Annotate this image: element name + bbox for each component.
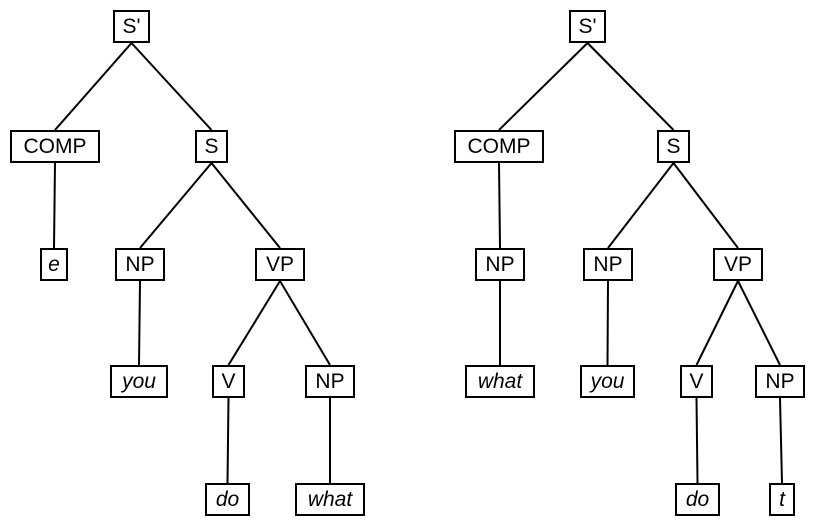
node-box-r-comp <box>454 130 544 163</box>
node-box-r-np1 <box>583 248 633 281</box>
tree-node-r-what: what <box>465 365 535 398</box>
node-box-r-do <box>675 483 720 516</box>
tree-edge-l-comp-to-l-e <box>53 162 56 249</box>
tree-node-r-vp: VP <box>713 248 763 281</box>
tree-edge-r-vp-to-r-v <box>695 280 739 366</box>
node-label-r-vp: VP <box>724 253 752 276</box>
right-tree-nodes: S' COMP S NP NP VP what you V NP do t <box>454 10 805 516</box>
node-box-r-what <box>465 365 535 398</box>
tree-edge-l-s-to-l-np1 <box>139 162 213 249</box>
node-label-r-do: do <box>686 488 710 511</box>
tree-node-r-np2: NP <box>755 365 805 398</box>
tree-edge-l-v-to-l-do <box>226 397 230 484</box>
tree-node-l-v: V <box>212 365 245 398</box>
node-label-r-np1: NP <box>593 253 622 276</box>
tree-node-l-do: do <box>205 483 250 516</box>
tree-node-r-np1: NP <box>583 248 633 281</box>
node-box-l-s <box>195 130 228 163</box>
node-label-r-t: t <box>779 488 786 511</box>
tree-node-l-what: what <box>295 483 365 516</box>
node-label-r-comp: COMP <box>468 135 531 158</box>
tree-node-l-np1: NP <box>115 248 165 281</box>
node-label-l-vp: VP <box>266 253 294 276</box>
node-label-r-what: what <box>478 370 524 393</box>
edges-layer <box>53 42 783 484</box>
tree-node-l-sbar: S' <box>113 10 150 43</box>
node-box-l-np2 <box>305 365 355 398</box>
node-label-l-sbar: S' <box>122 15 140 38</box>
tree-node-r-v: V <box>680 365 713 398</box>
node-box-l-vp <box>255 248 305 281</box>
node-label-l-e: e <box>48 253 60 276</box>
tree-edge-l-np1-to-l-you <box>138 280 141 366</box>
tree-node-r-do: do <box>675 483 720 516</box>
tree-edge-l-vp-to-l-np2 <box>279 280 331 366</box>
node-box-l-do <box>205 483 250 516</box>
node-box-r-s <box>657 130 690 163</box>
node-box-r-np2 <box>755 365 805 398</box>
tree-edge-r-sbar-to-r-s <box>586 42 675 131</box>
node-box-r-v <box>680 365 713 398</box>
node-label-r-sbar: S' <box>578 15 596 38</box>
tree-edge-r-np1-to-r-you <box>606 280 609 366</box>
node-label-r-v: V <box>689 370 703 393</box>
tree-edge-r-comp-to-r-np0 <box>498 162 501 249</box>
tree-node-r-you: you <box>580 365 635 398</box>
node-box-l-np1 <box>115 248 165 281</box>
tree-edge-r-vp-to-r-np2 <box>737 280 781 366</box>
tree-node-l-np2: NP <box>305 365 355 398</box>
node-box-l-comp <box>10 130 100 163</box>
node-box-l-what <box>295 483 365 516</box>
node-label-l-np1: NP <box>125 253 154 276</box>
left-tree-edges <box>53 42 331 484</box>
tree-edge-r-s-to-r-np1 <box>607 162 675 249</box>
node-box-l-sbar <box>113 10 150 43</box>
tree-edge-r-s-to-r-vp <box>672 162 739 249</box>
node-label-r-s: S <box>666 135 680 158</box>
node-label-l-comp: COMP <box>24 135 87 158</box>
node-box-l-e <box>40 248 68 281</box>
node-label-l-what: what <box>308 488 354 511</box>
node-label-r-you: you <box>589 370 625 393</box>
tree-node-l-e: e <box>40 248 68 281</box>
tree-node-l-vp: VP <box>255 248 305 281</box>
tree-edge-r-v-to-r-do <box>695 397 699 484</box>
node-box-r-vp <box>713 248 763 281</box>
node-label-l-do: do <box>216 488 240 511</box>
right-tree-edges <box>498 42 783 484</box>
node-label-r-np2: NP <box>765 370 794 393</box>
tree-edge-r-sbar-to-r-comp <box>498 42 589 131</box>
node-label-l-s: S <box>204 135 218 158</box>
tree-edge-l-vp-to-l-v <box>227 280 281 366</box>
tree-node-r-np0: NP <box>475 248 525 281</box>
tree-node-r-sbar: S' <box>569 10 606 43</box>
node-box-l-v <box>212 365 245 398</box>
tree-edge-r-np2-to-r-t <box>779 397 783 484</box>
tree-edge-l-sbar-to-l-s <box>130 42 213 131</box>
tree-node-l-you: you <box>110 365 168 398</box>
node-label-l-v: V <box>221 370 235 393</box>
tree-node-l-s: S <box>195 130 228 163</box>
tree-edge-l-s-to-l-vp <box>210 162 281 249</box>
tree-node-l-comp: COMP <box>10 130 100 163</box>
tree-node-r-t: t <box>769 483 795 516</box>
tree-node-r-s: S <box>657 130 690 163</box>
node-box-l-you <box>110 365 168 398</box>
node-label-l-you: you <box>120 370 156 393</box>
node-label-l-np2: NP <box>315 370 344 393</box>
node-label-r-np0: NP <box>485 253 514 276</box>
node-box-r-sbar <box>569 10 606 43</box>
node-box-r-t <box>769 483 795 516</box>
tree-edge-l-sbar-to-l-comp <box>54 42 133 131</box>
tree-node-r-comp: COMP <box>454 130 544 163</box>
node-box-r-np0 <box>475 248 525 281</box>
node-box-r-you <box>580 365 635 398</box>
